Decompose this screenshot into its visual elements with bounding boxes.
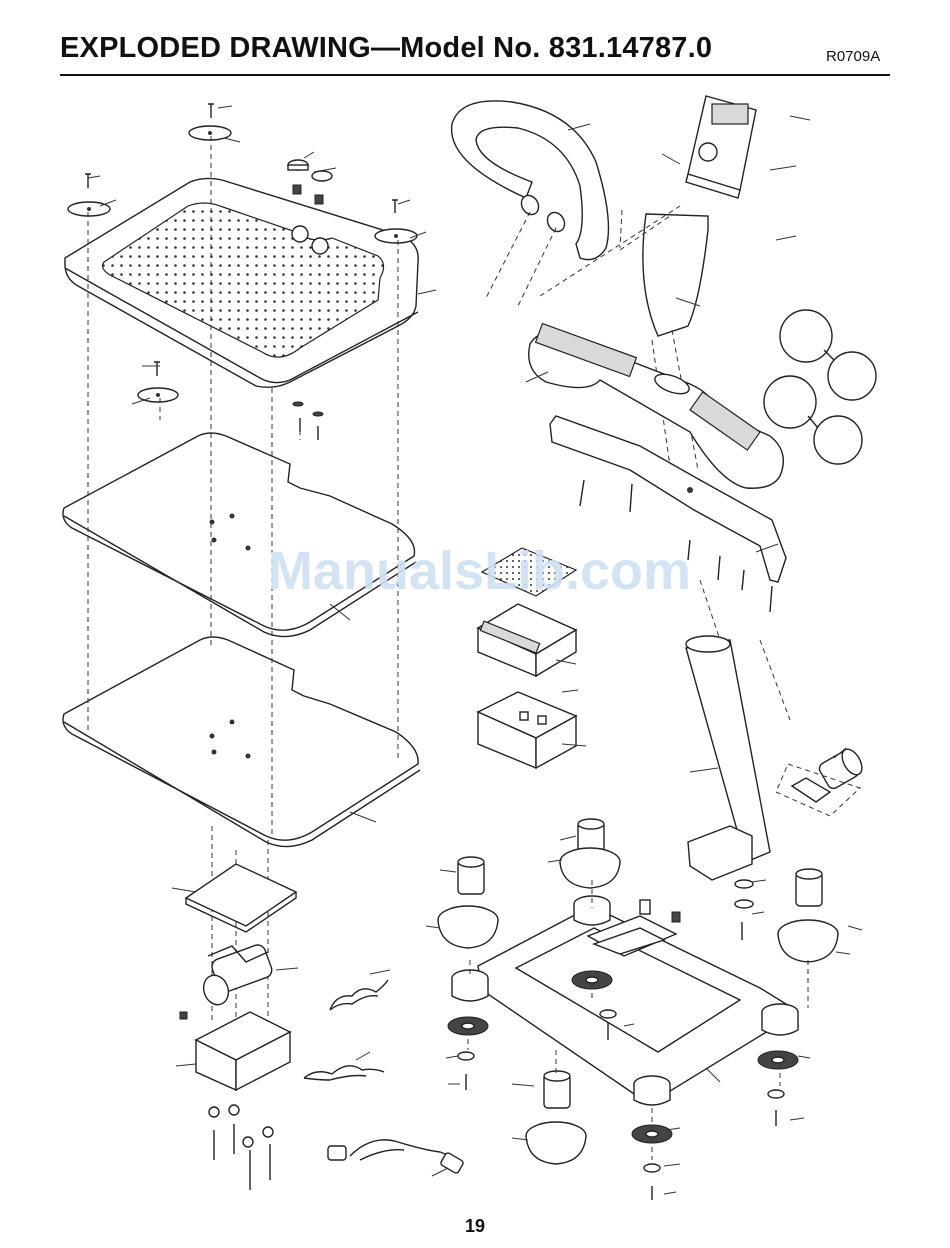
middle-platform xyxy=(63,433,416,637)
roller-assembly xyxy=(776,746,866,816)
bracket xyxy=(688,826,752,880)
top-platform xyxy=(65,178,418,387)
page-number: 19 xyxy=(0,1216,950,1237)
console xyxy=(686,96,756,198)
bottom-platform xyxy=(63,637,420,847)
dumbbells xyxy=(764,310,876,464)
electronics-box xyxy=(478,692,576,768)
motor-plate xyxy=(186,864,296,932)
power-cords xyxy=(304,980,464,1174)
motor-box xyxy=(180,1012,290,1090)
watermark: ManualsLib.com xyxy=(268,540,691,602)
handlebar xyxy=(452,101,622,306)
vibration-motor xyxy=(200,943,274,1008)
box-fasteners xyxy=(209,1105,273,1190)
base-frame xyxy=(478,900,786,1098)
